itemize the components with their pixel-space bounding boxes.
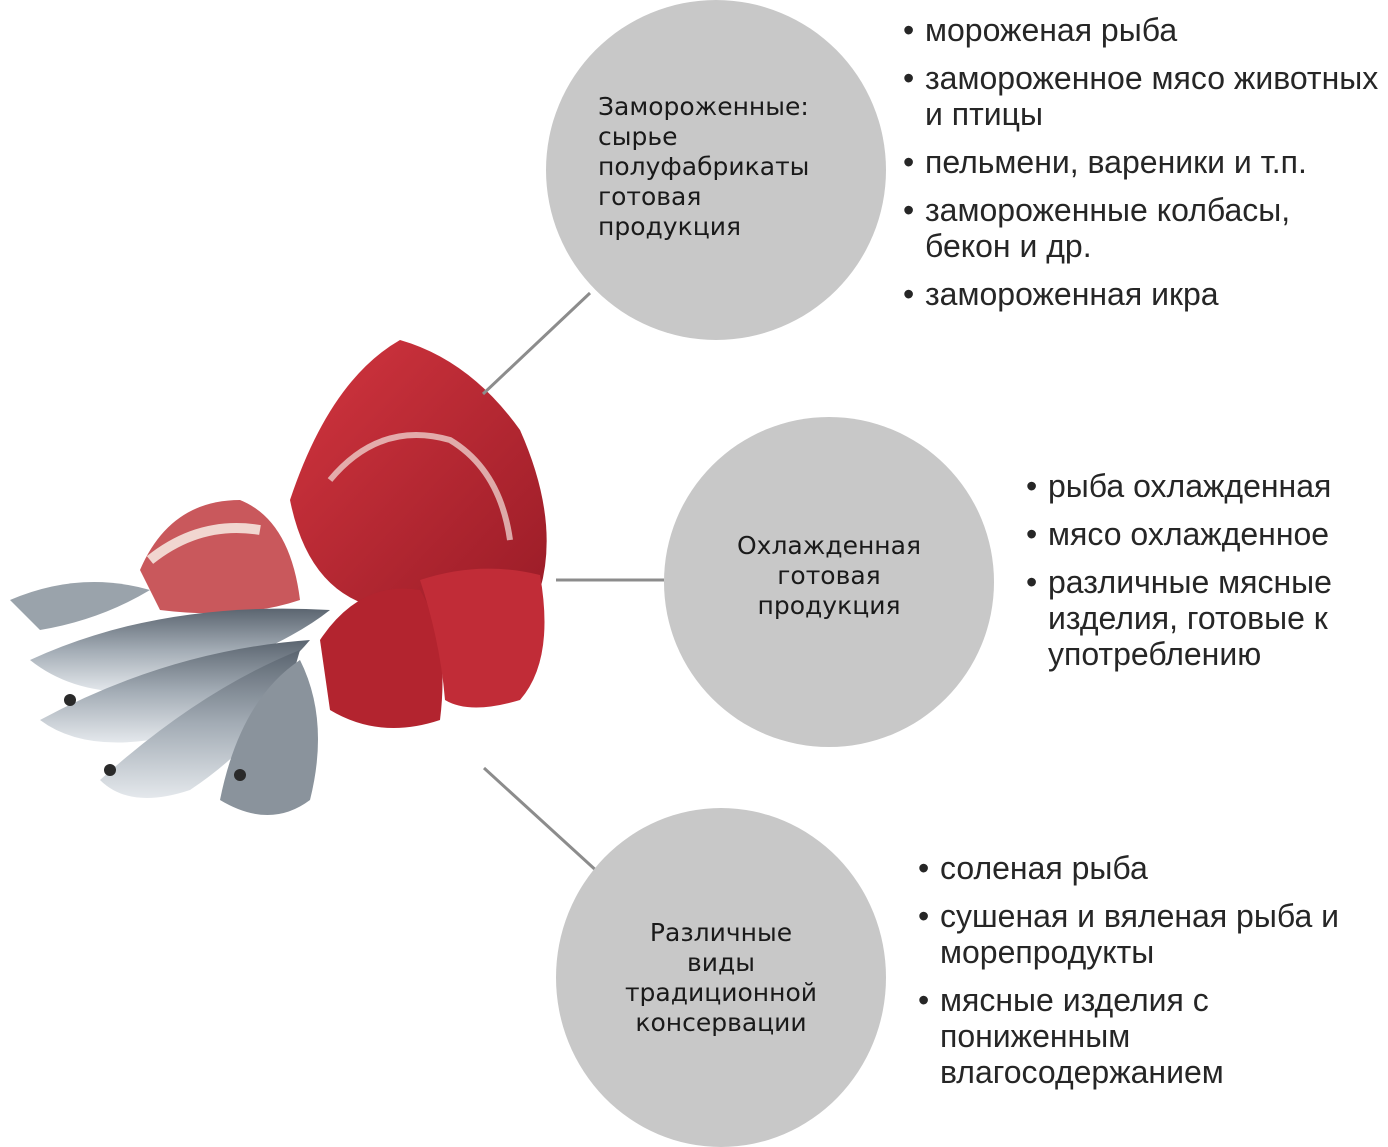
frozen-products-list: мороженая рыба замороженное мясо животны… (903, 12, 1383, 324)
node-label-line: продукция (684, 591, 974, 621)
node-label-line: Замороженные: (598, 92, 868, 122)
list-item: замороженные колбасы, бекон и др. (903, 192, 1383, 264)
node-chilled: Охлажденная готовая продукция (664, 417, 994, 747)
node-label-line: консервации (586, 1008, 856, 1038)
chilled-products-list: рыба охлажденная мясо охлажденное различ… (1026, 468, 1386, 684)
list-item: мясо охлажденное (1026, 516, 1386, 552)
node-label-line: виды (586, 948, 856, 978)
list-item: соленая рыба (918, 850, 1383, 886)
list-item: мороженая рыба (903, 12, 1383, 48)
node-label-line: Охлажденная (684, 531, 974, 561)
preserved-products-list: соленая рыба сушеная и вяленая рыба и мо… (918, 850, 1383, 1102)
node-label-line: продукция (598, 212, 868, 242)
node-label-line: полуфабрикаты (598, 152, 868, 182)
list-item: мясные изделия с пониженным влагосодержа… (918, 982, 1383, 1090)
node-label-line: сырье (598, 122, 868, 152)
list-item: пельмени, вареники и т.п. (903, 144, 1383, 180)
list-item: замороженное мясо животных и птицы (903, 60, 1383, 132)
list-item: рыба охлажденная (1026, 468, 1386, 504)
list-item: замороженная икра (903, 276, 1383, 312)
node-traditional-preservation: Различные виды традиционной консервации (556, 808, 886, 1147)
node-label-line: готовая (684, 561, 974, 591)
node-frozen: Замороженные: сырье полуфабрикаты готова… (546, 0, 886, 340)
node-label-line: традиционной (586, 978, 856, 1008)
node-label-line: Различные (586, 918, 856, 948)
node-frozen-label: Замороженные: сырье полуфабрикаты готова… (598, 92, 868, 242)
list-item: сушеная и вяленая рыба и морепродукты (918, 898, 1383, 970)
list-item: различные мясные изделия, готовые к упот… (1026, 564, 1386, 672)
node-chilled-label: Охлажденная готовая продукция (684, 531, 974, 621)
node-label-line: готовая (598, 182, 868, 212)
node-traditional-label: Различные виды традиционной консервации (586, 918, 856, 1038)
